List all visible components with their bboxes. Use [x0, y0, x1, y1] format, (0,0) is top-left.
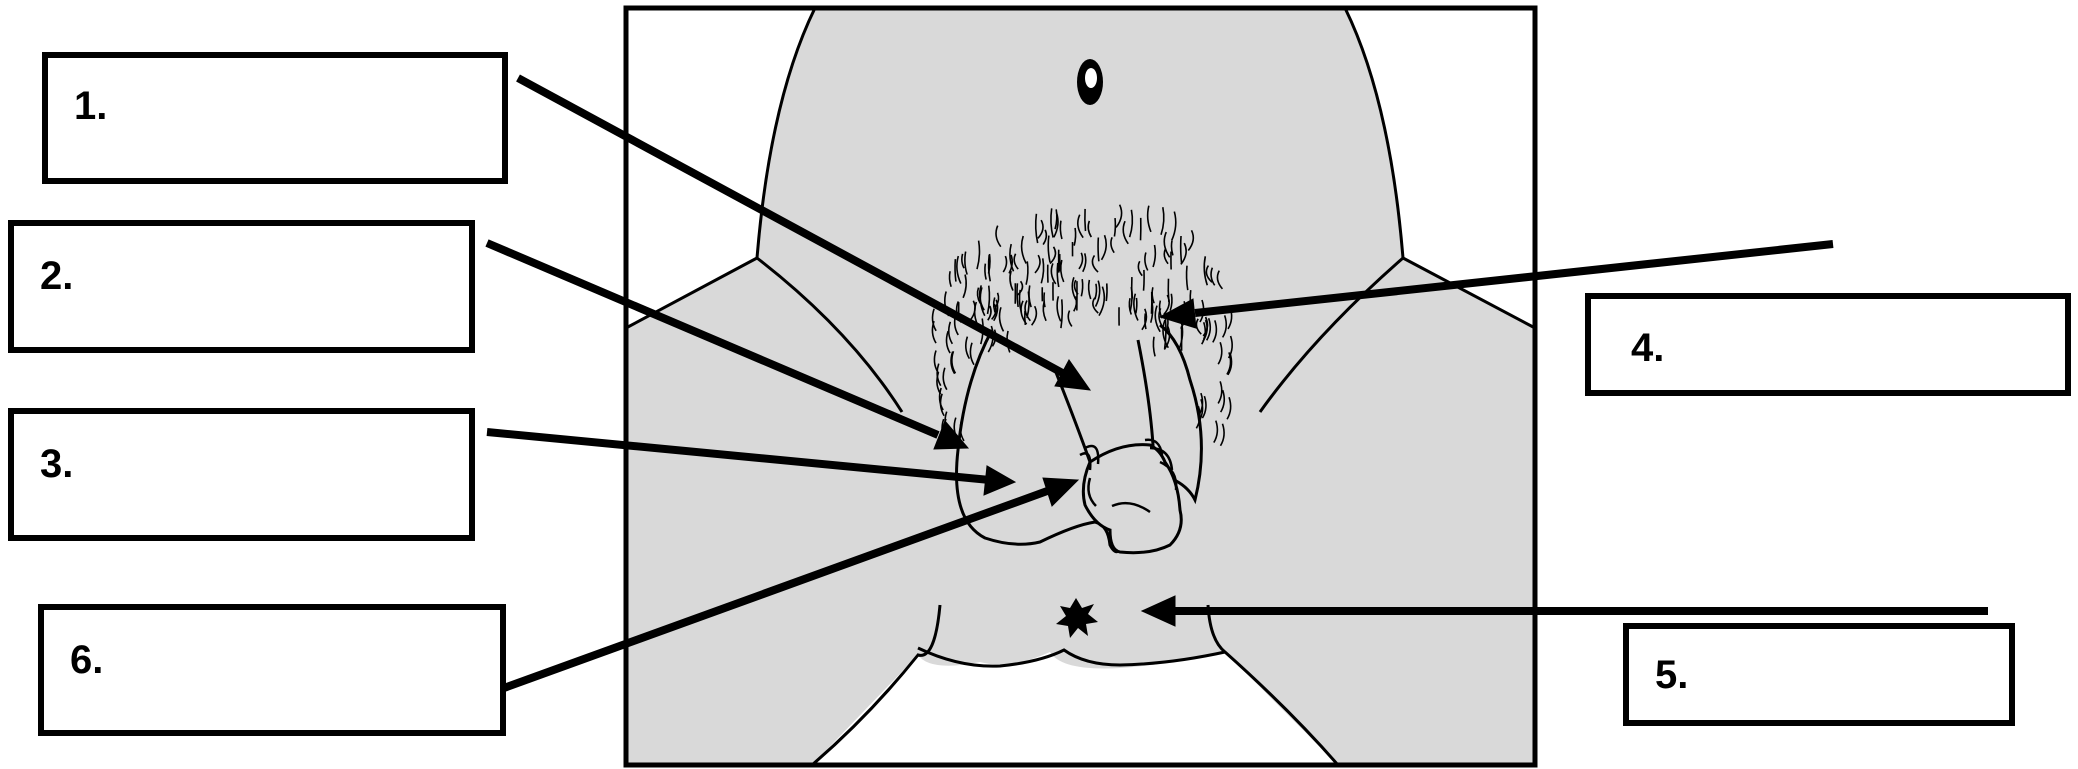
- label-box-3[interactable]: 3.: [8, 408, 475, 541]
- label-number-6: 6.: [70, 640, 103, 680]
- label-box-4[interactable]: 4.: [1585, 293, 2071, 396]
- label-box-5[interactable]: 5.: [1623, 623, 2015, 726]
- navel-icon: [1077, 59, 1103, 105]
- label-box-2[interactable]: 2.: [8, 220, 475, 353]
- label-number-5: 5.: [1655, 655, 1688, 695]
- label-box-1[interactable]: 1.: [42, 52, 508, 184]
- label-number-4: 4.: [1631, 328, 1664, 368]
- label-box-6[interactable]: 6.: [38, 604, 506, 736]
- label-number-2: 2.: [40, 256, 73, 296]
- label-number-1: 1.: [74, 86, 107, 126]
- label-number-3: 3.: [40, 444, 73, 484]
